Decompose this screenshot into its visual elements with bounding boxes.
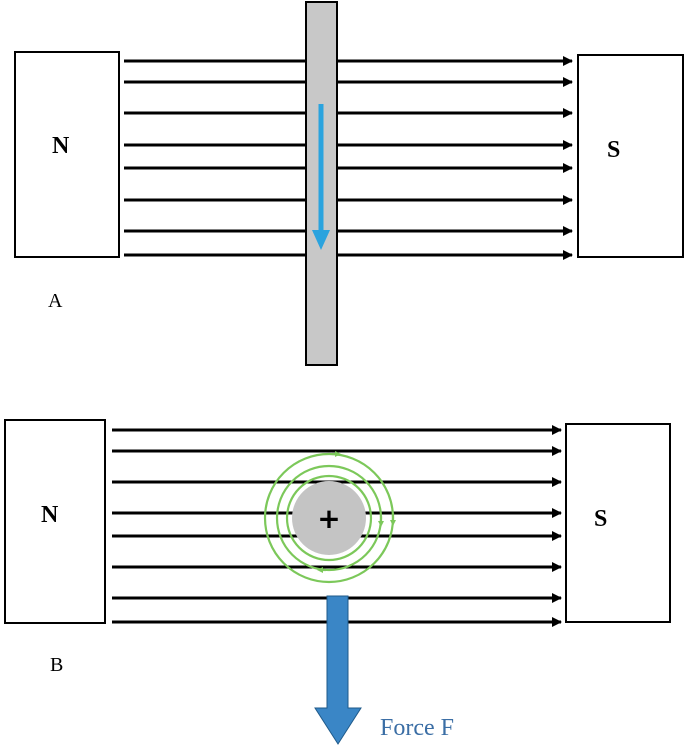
circular-field-lines	[263, 451, 396, 584]
force-label: Force F	[380, 715, 454, 741]
panel-a: N S A	[14, 1, 684, 366]
current-out-of-page-symbol: +	[317, 502, 340, 535]
panel-a-label: A	[48, 290, 63, 312]
north-pole-magnet-a	[14, 51, 120, 258]
south-pole-magnet-a	[577, 54, 684, 258]
field-lines-a	[124, 56, 573, 260]
north-pole-magnet-b	[4, 419, 106, 624]
south-pole-magnet-b	[565, 423, 671, 623]
south-pole-label-b: S	[594, 506, 607, 532]
force-arrow	[314, 595, 362, 745]
current-arrow	[312, 104, 330, 250]
panel-b: + N S B Force F	[4, 419, 671, 745]
panel-b-label: B	[50, 654, 63, 676]
south-pole-label-a: S	[607, 137, 620, 163]
conductor-cross-section	[292, 481, 366, 555]
circular-field-line	[285, 474, 373, 562]
north-pole-label-b: N	[41, 502, 59, 528]
north-pole-label-a: N	[52, 133, 70, 159]
